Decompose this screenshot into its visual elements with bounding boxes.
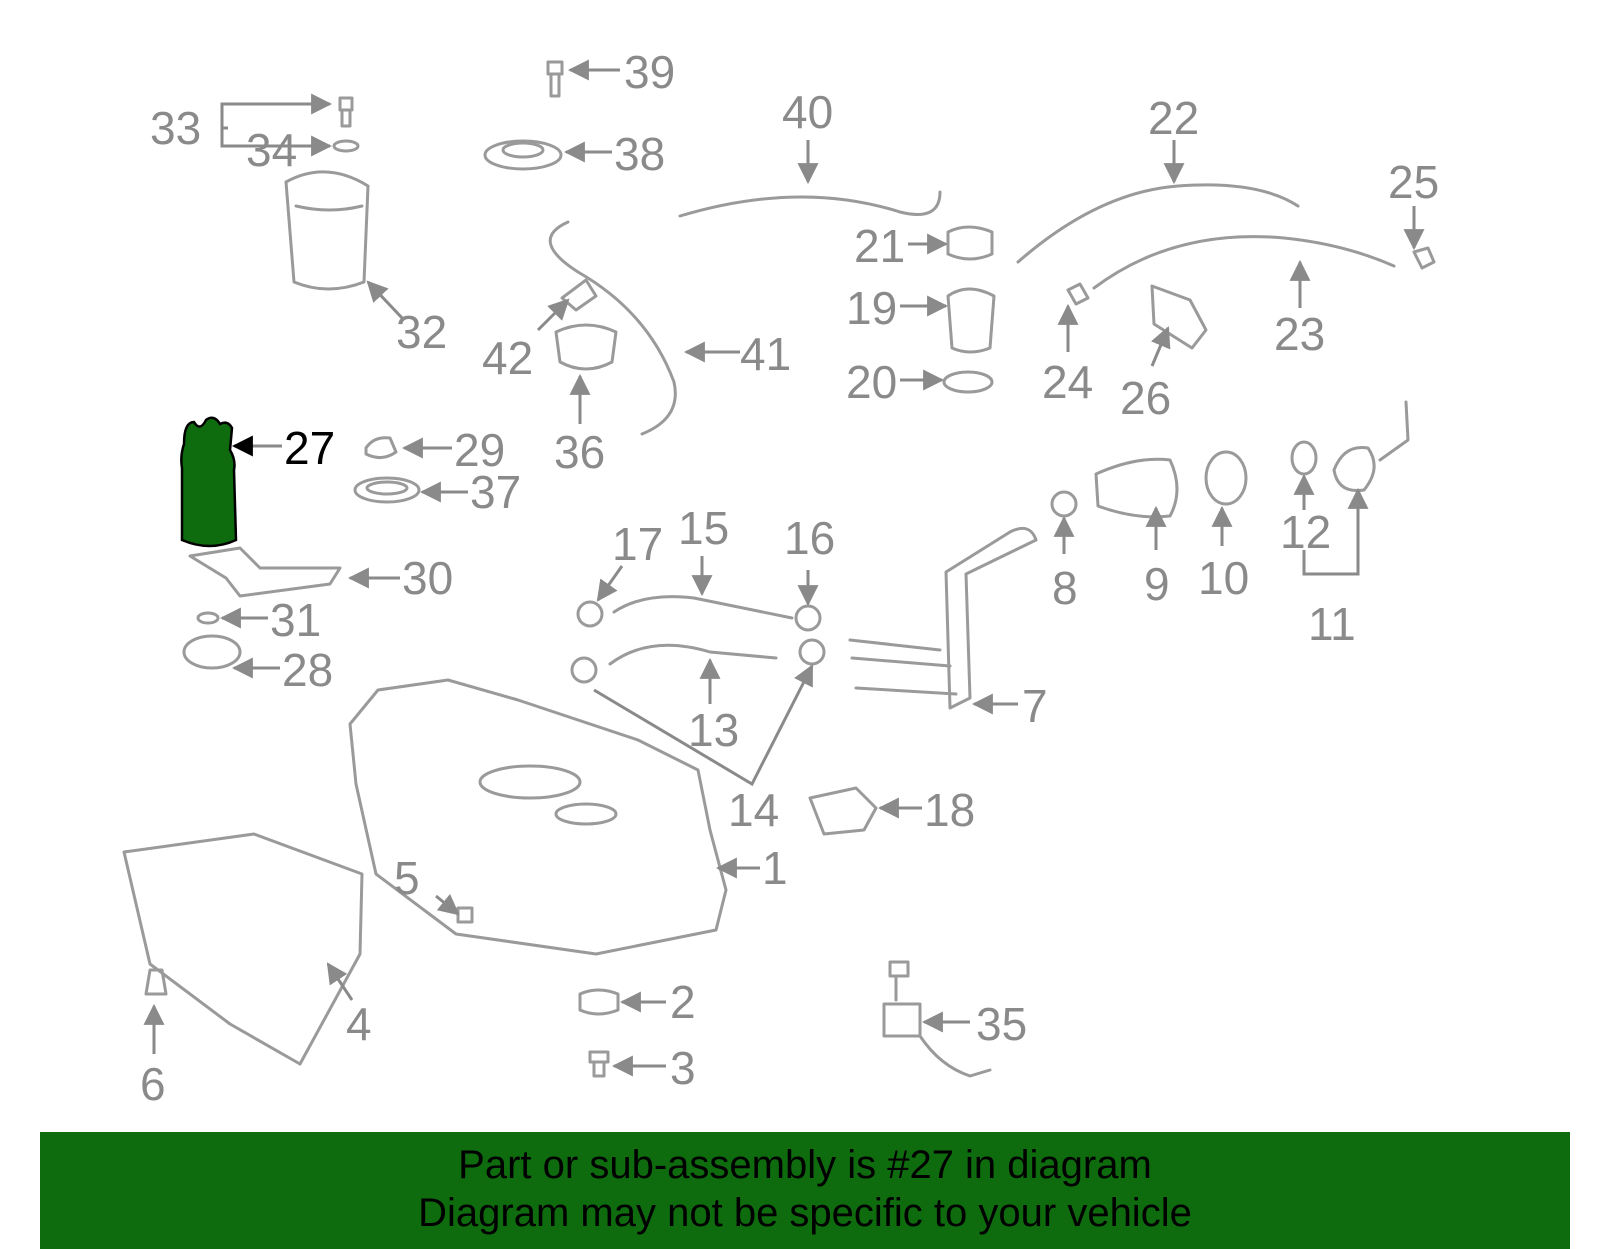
- part-37-gasket: [353, 476, 421, 504]
- part-16-clamp: [794, 604, 826, 666]
- callout-14: 14: [728, 784, 779, 836]
- leader-lines: [143, 59, 1425, 1077]
- callout-7: 7: [1022, 680, 1048, 732]
- part-2-cushion: [578, 988, 620, 1016]
- callout-11: 11: [1308, 598, 1356, 650]
- part-15-hose: [612, 595, 794, 620]
- part-28-cap: [182, 634, 242, 670]
- callout-31: 31: [270, 594, 321, 646]
- callout-30: 30: [402, 552, 453, 604]
- callout-6: 6: [140, 1058, 166, 1110]
- part-22-hose: [1016, 183, 1300, 264]
- part-36-sender-unit: [554, 278, 618, 371]
- info-banner: Part or sub-assembly is #27 in diagram D…: [40, 1132, 1570, 1249]
- part-11-fuel-cap: [1332, 400, 1410, 493]
- callout-41: 41: [740, 328, 791, 380]
- part-19-canister: [946, 287, 996, 354]
- part-25-clip: [1412, 246, 1436, 270]
- callout-25: 25: [1388, 156, 1439, 208]
- part-31-o-ring: [196, 611, 220, 625]
- part-32-filter-housing: [284, 170, 370, 291]
- callout-26: 26: [1120, 372, 1171, 424]
- part-14-clamp: [570, 656, 598, 684]
- part-20-ring: [942, 370, 994, 394]
- part-38-ring: [483, 139, 563, 171]
- callout-1: 1: [762, 842, 788, 894]
- callout-10: 10: [1198, 552, 1249, 604]
- part-1-fuel-tank: [348, 678, 728, 956]
- part-4-shield: [122, 832, 364, 1066]
- callout-27: 27: [284, 422, 335, 474]
- callout-17: 17: [612, 518, 663, 570]
- part-23-hose: [1092, 235, 1396, 290]
- callout-40: 40: [782, 86, 833, 138]
- callout-19: 19: [846, 282, 897, 334]
- callout-24: 24: [1042, 356, 1093, 408]
- part-8-o-ring: [1050, 490, 1078, 518]
- callout-35: 35: [976, 998, 1027, 1050]
- callout-15: 15: [678, 502, 729, 554]
- callout-33: 33: [150, 102, 201, 154]
- callout-labels: 39 38 33 34 32 27 29 37 30 31 28 42 36 4…: [140, 46, 1439, 1110]
- part-30-bracket: [188, 546, 342, 598]
- callout-28: 28: [282, 644, 333, 696]
- callout-39: 39: [624, 46, 675, 98]
- callout-13: 13: [688, 704, 739, 756]
- callout-4: 4: [346, 998, 372, 1050]
- callout-18: 18: [924, 784, 975, 836]
- part-7-filler-pipe: [848, 526, 1038, 710]
- part-12-ring: [1290, 440, 1318, 476]
- part-3-bolt: [588, 1050, 610, 1078]
- part-41-hose: [548, 220, 677, 436]
- callout-2: 2: [670, 976, 696, 1028]
- banner-part-note: Part or sub-assembly is #27 in diagram: [458, 1143, 1152, 1187]
- callout-42: 42: [482, 332, 533, 384]
- part-35-sender: [882, 960, 992, 1078]
- part-33-bolt: [332, 96, 360, 153]
- callout-8: 8: [1052, 562, 1078, 614]
- callout-36: 36: [554, 426, 605, 478]
- callout-20: 20: [846, 356, 897, 408]
- callout-21: 21: [854, 220, 905, 272]
- callout-32: 32: [396, 306, 447, 358]
- banner-disclaimer: Diagram may not be specific to your vehi…: [418, 1191, 1192, 1235]
- part-6-clip: [144, 968, 168, 996]
- callout-12: 12: [1280, 506, 1331, 558]
- part-5-plug: [456, 906, 474, 924]
- callout-22: 22: [1148, 92, 1199, 144]
- part-21-cap: [946, 225, 994, 261]
- callout-38: 38: [614, 128, 665, 180]
- part-9-filler-neck-cap: [1094, 457, 1179, 519]
- part-26-bracket: [1150, 284, 1208, 350]
- part-13-hose: [608, 643, 778, 666]
- callout-37: 37: [470, 466, 521, 518]
- callout-29: 29: [454, 424, 505, 476]
- part-29-clip: [364, 436, 398, 459]
- callout-9: 9: [1144, 558, 1170, 610]
- part-40-line: [678, 190, 942, 218]
- part-17-clamp: [576, 600, 604, 628]
- callout-5: 5: [394, 852, 420, 904]
- callout-3: 3: [670, 1042, 696, 1094]
- callout-23: 23: [1274, 308, 1325, 360]
- callout-16: 16: [784, 512, 835, 564]
- part-18-protector: [808, 786, 878, 836]
- part-27-fuel-pump: [180, 416, 238, 548]
- part-10-gasket: [1204, 450, 1248, 506]
- part-24-clip: [1066, 282, 1090, 306]
- part-39-bolt: [546, 60, 564, 98]
- callout-34: 34: [246, 124, 297, 176]
